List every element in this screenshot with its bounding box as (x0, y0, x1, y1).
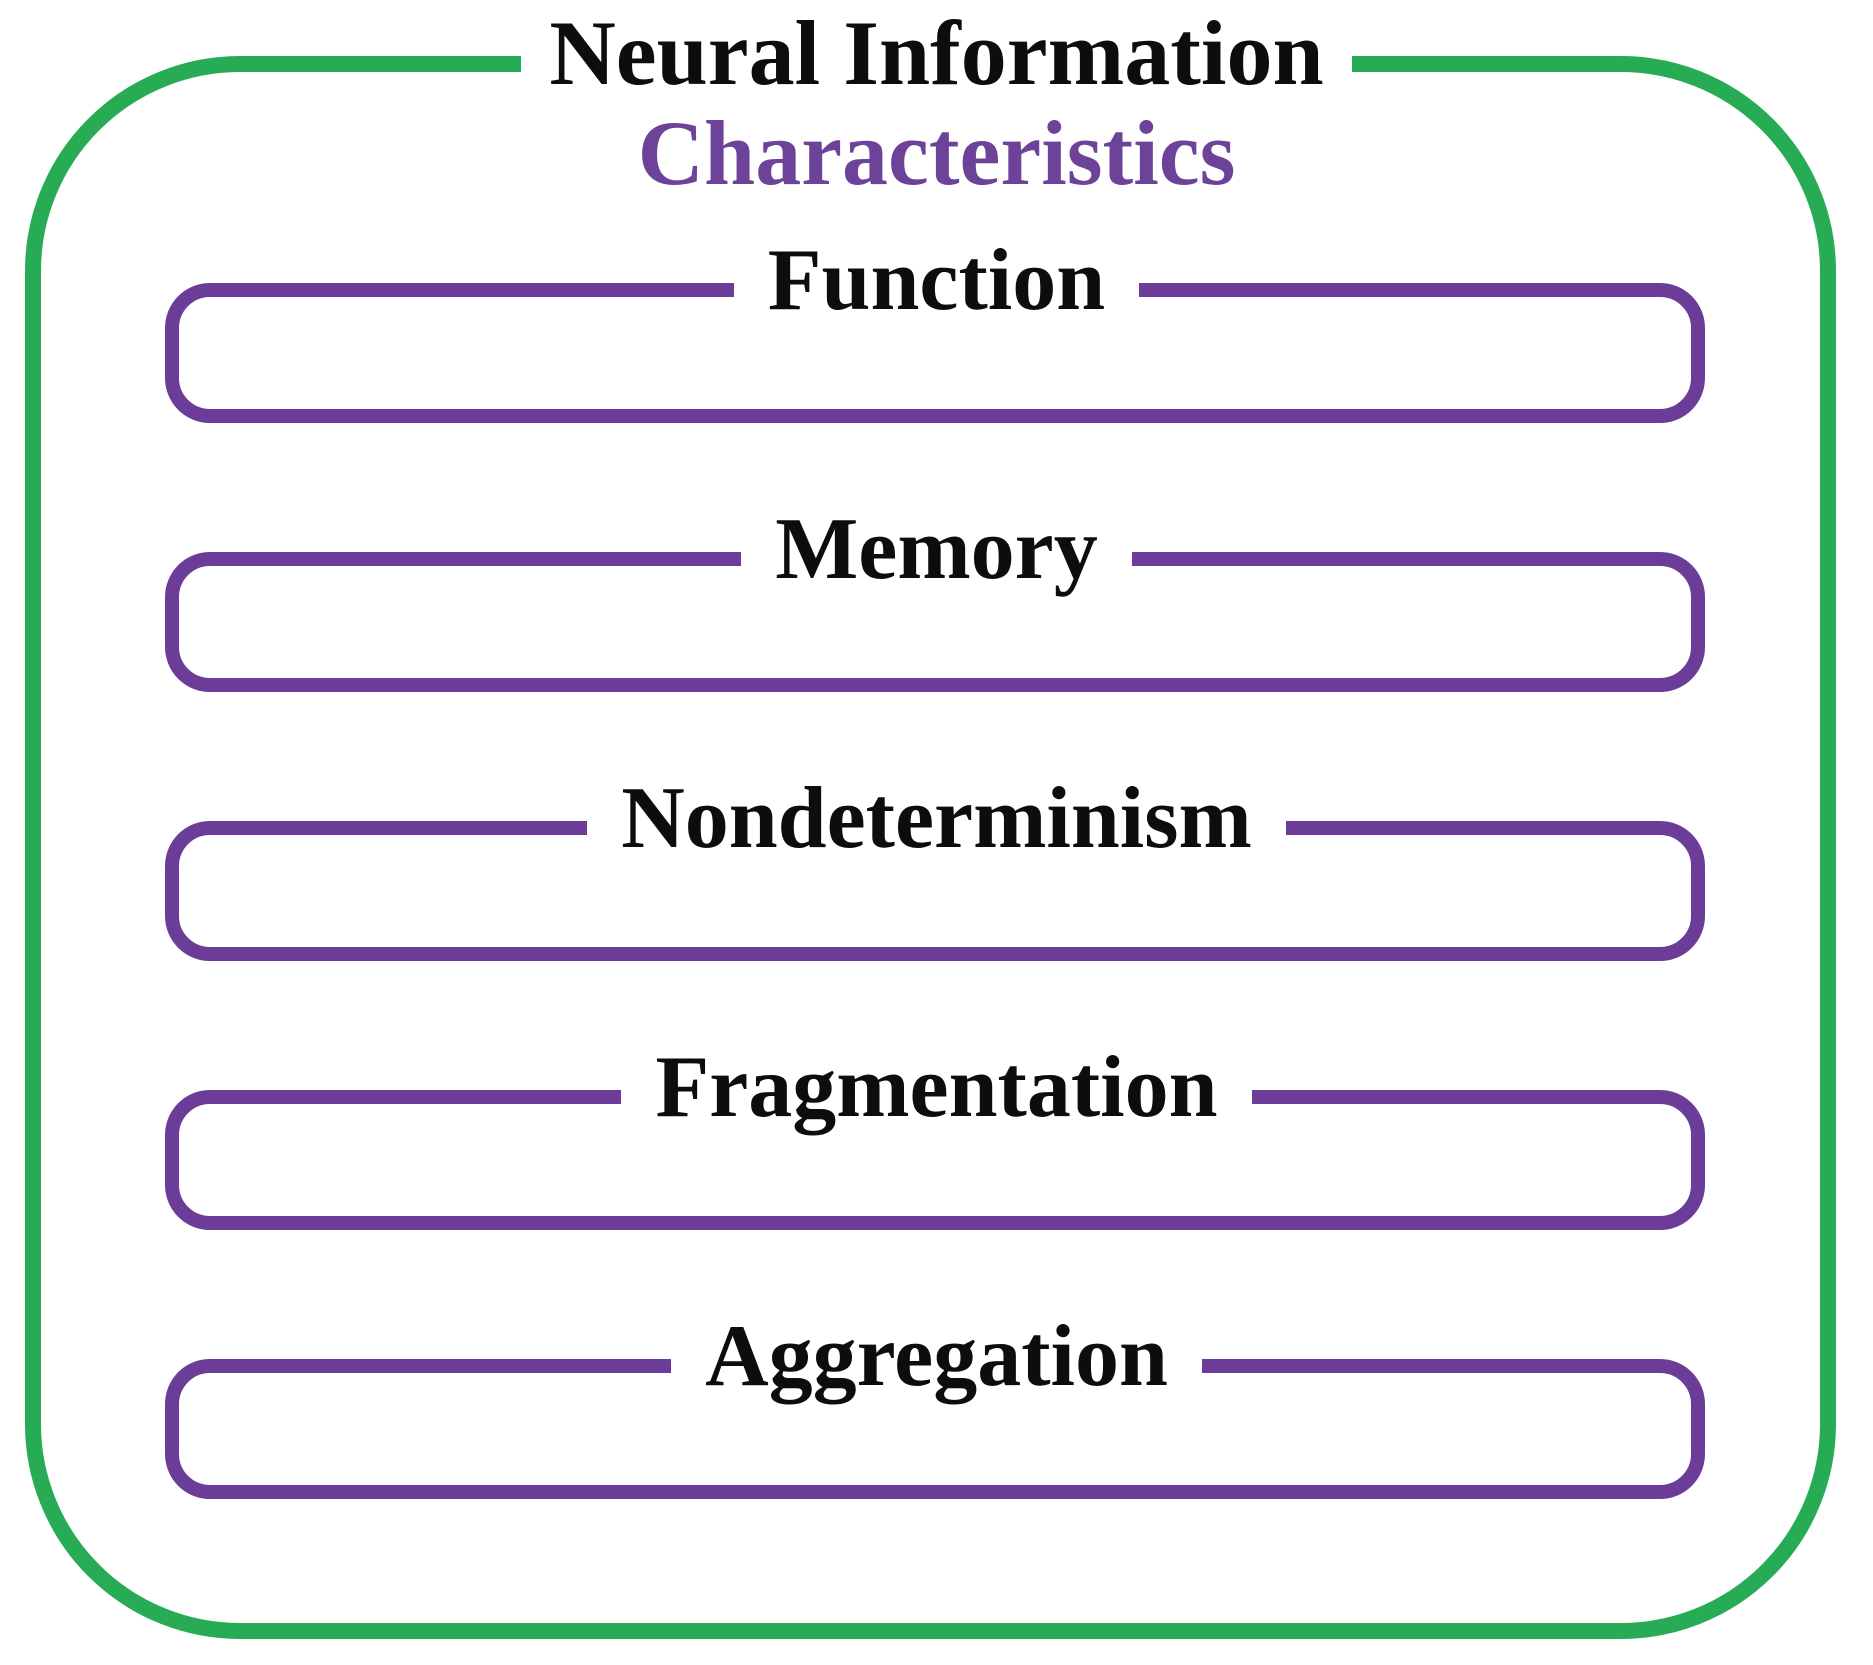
title-text-neural-information: Neural Information (521, 3, 1352, 103)
label-row-memory: Memory (0, 506, 1873, 594)
box-label-nondeterminism: Nondeterminism (587, 775, 1286, 863)
label-row-function: Function (0, 237, 1873, 325)
diagram-title: Neural Information Characteristics (0, 3, 1873, 203)
outer-frame (25, 56, 1836, 1639)
label-row-aggregation: Aggregation (0, 1313, 1873, 1401)
label-row-nondeterminism: Nondeterminism (0, 775, 1873, 863)
title-line-1: Neural Information (0, 3, 1873, 103)
box-label-aggregation: Aggregation (671, 1313, 1202, 1401)
title-text-characteristics: Characteristics (637, 102, 1236, 204)
box-label-function: Function (733, 237, 1140, 325)
box-label-memory: Memory (741, 506, 1132, 594)
box-label-fragmentation: Fragmentation (621, 1044, 1252, 1132)
label-row-fragmentation: Fragmentation (0, 1044, 1873, 1132)
